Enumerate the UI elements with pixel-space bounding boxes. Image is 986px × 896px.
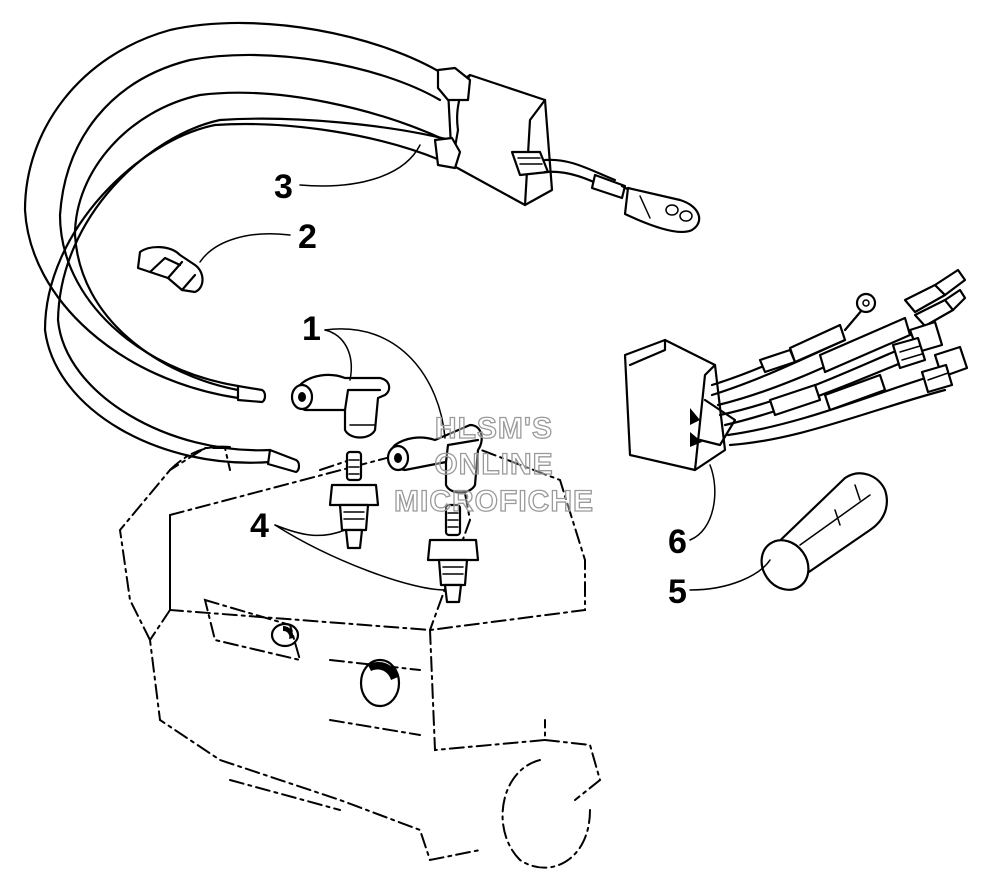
spark-plug-right	[426, 503, 480, 604]
callout-numbers: 1 2 3 4 5 6	[250, 168, 687, 611]
watermark-line-2: ONLINE	[434, 448, 553, 481]
spark-plug-left	[328, 450, 380, 550]
engine-mount-holes	[270, 622, 401, 708]
wire-clip	[136, 246, 204, 294]
callout-6: 6	[668, 523, 687, 561]
watermark: HLSM'S ONLINE MICROFICHE	[393, 411, 594, 518]
spark-plug-cap-right	[386, 423, 483, 494]
spark-plug-cap-left	[290, 373, 391, 439]
leader-lines	[199, 144, 771, 591]
watermark-line-1: HLSM'S	[435, 412, 553, 445]
rev-limiter-cylinder	[760, 472, 888, 591]
watermark-line-3: MICROFICHE	[394, 485, 594, 518]
callout-3: 3	[274, 168, 293, 206]
cdi-wire-harness	[710, 268, 969, 447]
ignition-coil	[433, 66, 701, 234]
callout-2: 2	[298, 218, 317, 256]
cdi-module	[623, 338, 737, 472]
callout-1: 1	[302, 310, 321, 348]
callout-5: 5	[668, 573, 687, 611]
high-tension-wires	[23, 21, 452, 474]
callout-4: 4	[250, 507, 269, 545]
